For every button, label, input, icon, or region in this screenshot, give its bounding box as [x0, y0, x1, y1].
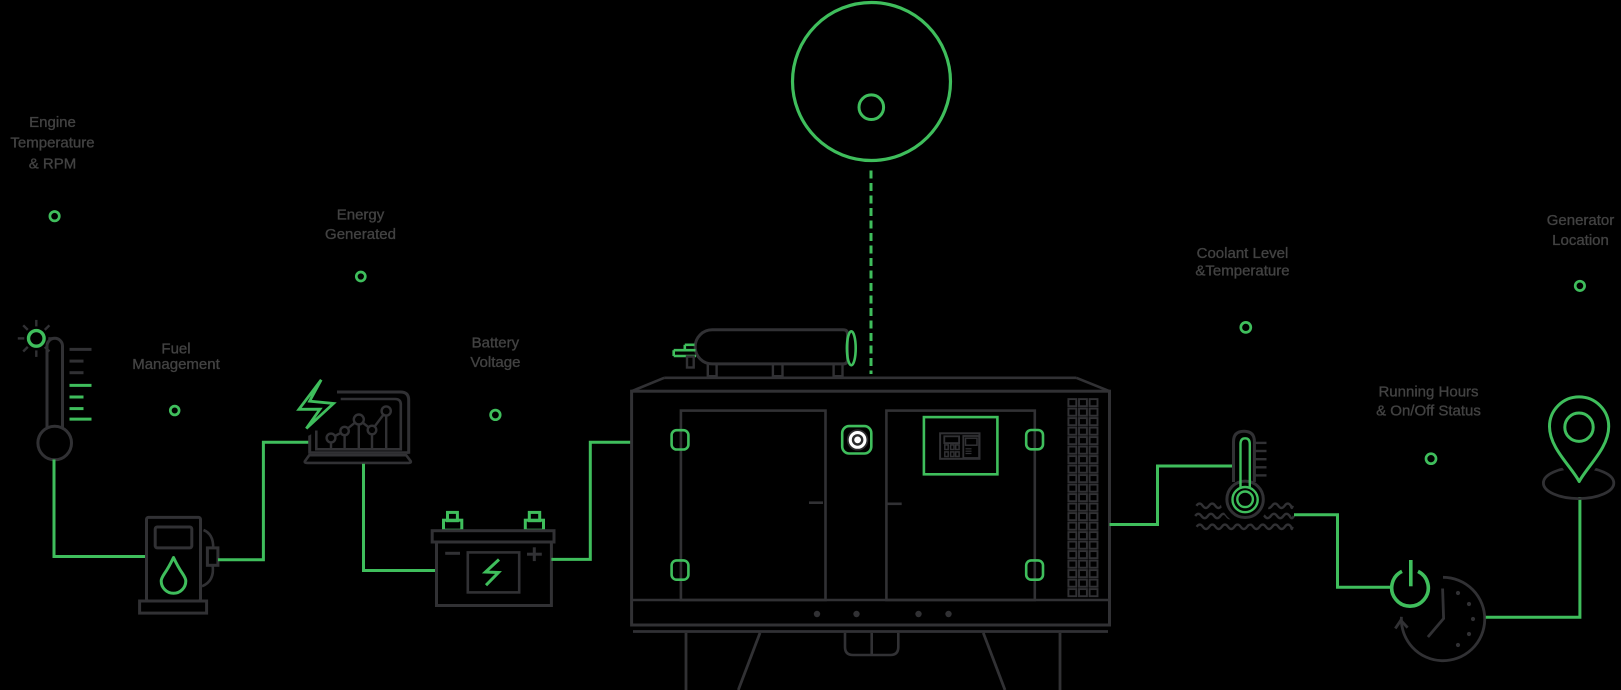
- svg-text:Location: Location: [1552, 232, 1609, 249]
- svg-text:Coolant Level: Coolant Level: [1197, 245, 1289, 262]
- svg-text:Energy: Energy: [337, 207, 385, 224]
- svg-text:Battery: Battery: [472, 335, 520, 352]
- svg-text:&Temperature: &Temperature: [1195, 263, 1289, 280]
- svg-text:& RPM: & RPM: [29, 155, 77, 172]
- svg-text:Temperature: Temperature: [10, 135, 94, 152]
- svg-text:Engine: Engine: [29, 114, 76, 131]
- svg-text:Generated: Generated: [325, 226, 396, 243]
- svg-text:& On/Off Status: & On/Off Status: [1376, 403, 1481, 420]
- svg-text:Voltage: Voltage: [470, 354, 520, 371]
- svg-text:Generator: Generator: [1547, 212, 1615, 229]
- svg-text:Management: Management: [132, 356, 220, 373]
- svg-text:Fuel: Fuel: [161, 340, 190, 357]
- svg-text:Running Hours: Running Hours: [1378, 384, 1478, 401]
